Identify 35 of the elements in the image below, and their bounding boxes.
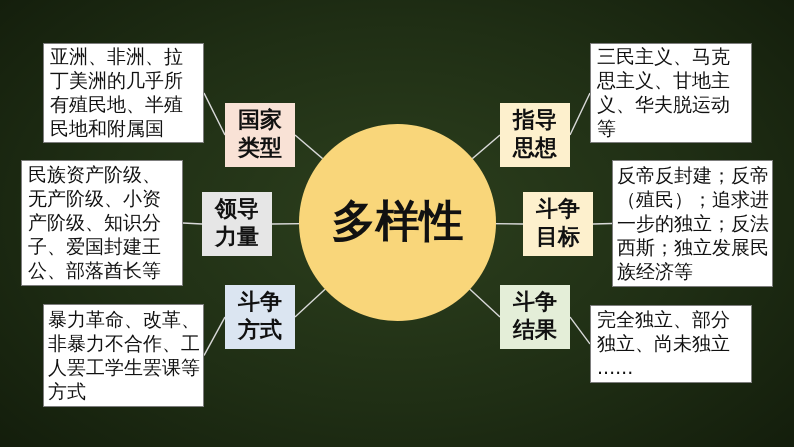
connector-line [294, 288, 326, 318]
description-box [590, 305, 752, 383]
connector-line [203, 316, 226, 356]
description-text: 暴力革命、改革、非暴力不合作、工人罢工学生罢课等方式 [48, 308, 201, 404]
category-box [225, 285, 295, 349]
description-text: 亚洲、非洲、拉丁美洲的几乎所有殖民地、半殖民地和附属国 [50, 45, 184, 141]
description-box [43, 43, 204, 143]
category-box [500, 285, 570, 349]
category-label: 斗争方式 [238, 289, 282, 345]
topic-title: 多样性 [332, 198, 464, 247]
connector-line [469, 288, 500, 318]
category-label: 国家类型 [238, 107, 282, 163]
category-box [202, 192, 272, 256]
description-box [21, 160, 183, 286]
connector-line [182, 222, 202, 225]
connector-line [472, 134, 500, 160]
connector-line [294, 134, 324, 160]
category-label: 斗争目标 [536, 196, 580, 252]
connector-line [496, 222, 523, 225]
connector-line [569, 316, 591, 344]
description-box [590, 43, 752, 143]
category-label: 指导思想 [513, 107, 557, 163]
connector-line [592, 222, 612, 225]
category-box [225, 103, 295, 167]
description-text: 完全独立、部分独立、尚未独立...... [597, 308, 731, 380]
connector-line [203, 92, 226, 136]
category-label: 斗争结果 [513, 289, 557, 345]
description-text: 三民主义、马克思主义、甘地主义、华夫脱运动等 [597, 45, 731, 141]
category-label: 领导力量 [215, 196, 259, 252]
connector-line [272, 222, 300, 225]
description-text: 民族资产阶级、无产阶级、小资产阶级、知识分子、爱国封建王公、部落酋长等 [28, 163, 162, 283]
description-text: 反帝反封建；反帝（殖民）；追求进一步的独立；反法西斯；独立发展民族经济等 [617, 164, 770, 284]
connector-line [569, 92, 591, 136]
category-box [523, 192, 593, 256]
category-box [500, 103, 570, 167]
